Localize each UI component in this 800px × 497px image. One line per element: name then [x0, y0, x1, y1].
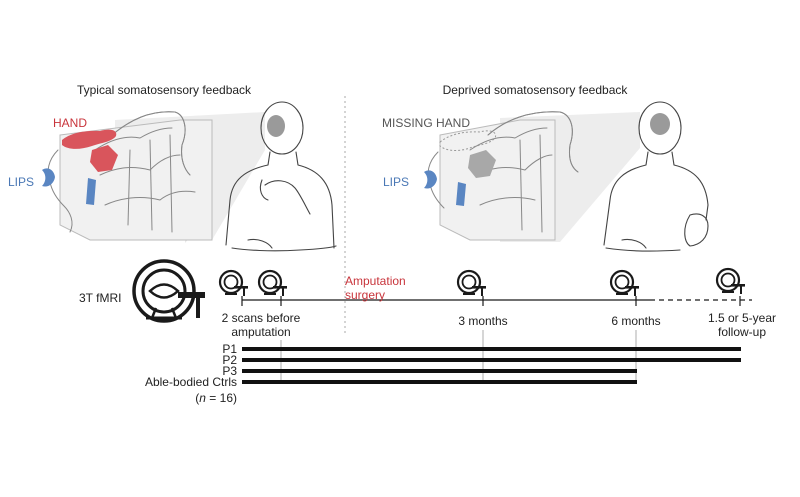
timepoint-follow-up-line2: follow-up	[718, 325, 766, 339]
right-hand-label: MISSING HAND	[382, 116, 470, 130]
controls-n-label: (n = 16)	[195, 391, 237, 405]
bar-p3	[242, 369, 637, 373]
left-lips-blue	[42, 168, 55, 187]
left-lips-label: LIPS	[8, 175, 34, 189]
bar-p1	[242, 347, 741, 351]
left-panel-title: Typical somatosensory feedback	[77, 83, 252, 97]
left-hand-red	[62, 129, 117, 149]
scanner-icon-pre-2	[257, 269, 289, 298]
scanner-label: 3T fMRI	[79, 291, 121, 305]
group-label-p3: P3	[222, 364, 237, 378]
scanner-icon-3-months	[456, 269, 488, 298]
scanner-icon-follow-up	[715, 267, 747, 296]
bar-p2	[242, 358, 741, 362]
right-lips-blue	[424, 170, 437, 189]
left-homunculus-face	[47, 149, 73, 233]
timepoint-6-months: 6 months	[611, 314, 660, 328]
timepoint-pre-line1: 2 scans before	[222, 311, 301, 325]
scanner-icon-pre-1	[218, 269, 250, 298]
right-brain-slice	[439, 119, 556, 241]
big-scanner-icon	[132, 259, 205, 323]
right-person	[603, 101, 709, 252]
surgery-label-line1: Amputation	[345, 274, 406, 288]
timepoint-pre-line2: amputation	[231, 325, 290, 339]
surgery-label-line2: surgery	[345, 288, 385, 302]
group-label-p2: P2	[222, 353, 237, 367]
group-label-controls: Able-bodied Ctrls	[145, 375, 237, 389]
timepoint-follow-up-line1: 1.5 or 5-year	[708, 311, 776, 325]
left-hand-label: HAND	[53, 116, 87, 130]
right-panel-illustration: MISSING HAND LIPS	[382, 101, 709, 252]
right-panel-title: Deprived somatosensory feedback	[443, 83, 629, 97]
timepoint-3-months: 3 months	[458, 314, 507, 328]
scanner-icon-6-months	[609, 269, 641, 298]
group-label-p1: P1	[222, 342, 237, 356]
left-person	[225, 101, 337, 252]
left-panel-illustration: HAND LIPS	[8, 101, 337, 252]
bar-controls	[242, 380, 637, 384]
right-lips-label: LIPS	[383, 175, 409, 189]
